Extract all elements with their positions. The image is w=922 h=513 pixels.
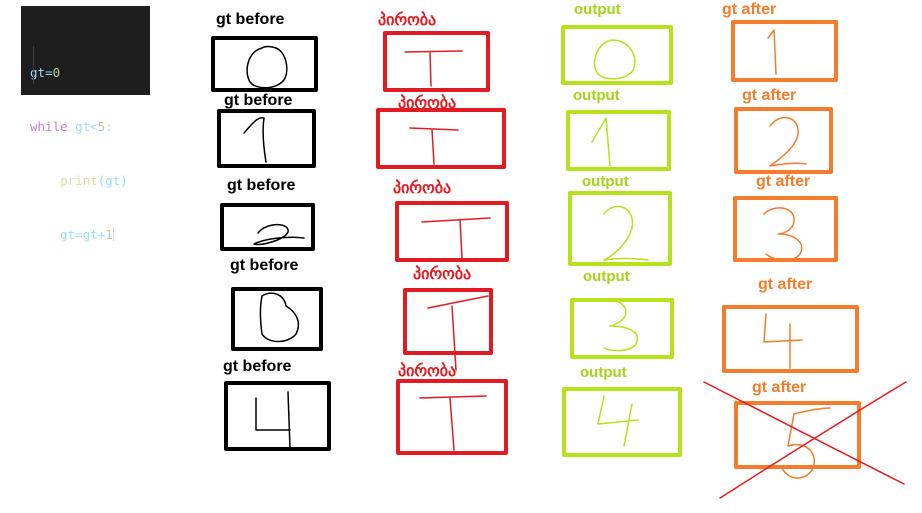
handwritten-T xyxy=(404,50,463,87)
label-output-row-1: output xyxy=(574,1,621,18)
label-output-row-4: output xyxy=(583,268,630,285)
label-gt-after-row-4: gt after xyxy=(758,276,813,293)
row-4 xyxy=(231,287,859,373)
row-2 xyxy=(217,107,833,174)
label-condition-row-3: პირობა xyxy=(393,180,452,197)
label-output-row-3: output xyxy=(582,173,629,190)
handwritten-digit-2 xyxy=(603,205,649,261)
row-1 xyxy=(211,20,838,92)
box-gt-after-3 xyxy=(733,196,838,262)
label-output-row-5: output xyxy=(580,364,627,381)
code-line-2: while gt<5: xyxy=(30,119,113,134)
cross-out-mark xyxy=(703,381,907,499)
handwritten-digit-1 xyxy=(243,116,267,163)
label-condition-row-4: პირობა xyxy=(413,266,472,283)
label-gt-after-row-1: gt after xyxy=(722,1,777,18)
code-snippet: gt=0 while gt<5: print(gt) gt=gt+1 xyxy=(21,6,150,242)
box-gt-before-5 xyxy=(224,381,331,451)
row-3 xyxy=(220,191,838,266)
label-condition-row-2: პირობა xyxy=(398,95,457,112)
code-line-4: gt=gt+1 xyxy=(60,227,114,242)
handwritten-T xyxy=(427,295,489,371)
handwritten-digit-4 xyxy=(597,395,639,447)
code-line-3: print(gt) xyxy=(60,173,128,188)
text-cursor xyxy=(112,227,114,241)
box-output-1 xyxy=(561,25,673,85)
box-gt-before-2 xyxy=(217,109,316,168)
box-output-5 xyxy=(562,387,682,457)
handwritten-digit-1 xyxy=(591,117,611,167)
handwritten-digit-4 xyxy=(763,313,803,369)
row-5 xyxy=(224,379,907,499)
handwritten-digit-1 xyxy=(767,29,777,75)
label-output-row-2: output xyxy=(573,87,620,104)
handwritten-digit-5 xyxy=(781,407,831,479)
handwritten-digit-3 xyxy=(259,292,300,343)
box-condition-1 xyxy=(383,31,490,92)
label-gt-before-row-2: gt before xyxy=(224,92,293,109)
box-gt-before-1 xyxy=(211,36,318,92)
box-gt-before-3 xyxy=(220,203,315,251)
handwritten-T xyxy=(421,217,491,259)
box-condition-5 xyxy=(396,379,508,455)
box-gt-before-4 xyxy=(231,287,323,351)
handwritten-digit-2 xyxy=(253,223,305,246)
handwritten-digit-0 xyxy=(246,45,288,89)
box-output-2 xyxy=(566,110,671,171)
handwritten-T xyxy=(419,395,487,451)
label-gt-after-row-5: gt after xyxy=(752,379,807,396)
box-gt-after-2 xyxy=(734,107,833,174)
box-condition-3 xyxy=(395,201,509,262)
label-gt-before-row-3: gt before xyxy=(227,177,296,194)
box-gt-after-5 xyxy=(734,401,861,469)
box-condition-4 xyxy=(403,288,493,355)
label-condition-row-5: პირობა xyxy=(398,363,457,380)
box-gt-after-1 xyxy=(731,20,838,82)
indent-guide xyxy=(33,46,34,84)
handwritten-digit-3 xyxy=(763,207,803,261)
handwritten-digit-4 xyxy=(255,391,291,449)
handwritten-T xyxy=(409,127,459,165)
label-gt-before-row-4: gt before xyxy=(230,257,299,274)
label-gt-before-row-1: gt before xyxy=(216,11,285,28)
box-output-4 xyxy=(570,298,674,359)
label-condition-row-1: პირობა xyxy=(378,12,437,29)
label-gt-after-row-2: gt after xyxy=(742,87,797,104)
handwritten-digit-0 xyxy=(593,39,636,80)
handwritten-digit-2 xyxy=(769,116,807,167)
label-gt-after-row-3: gt after xyxy=(756,173,811,190)
box-gt-after-4 xyxy=(722,305,859,373)
label-gt-before-row-5: gt before xyxy=(223,358,292,375)
box-output-3 xyxy=(568,191,672,266)
handwritten-digit-3 xyxy=(601,298,639,352)
box-condition-2 xyxy=(376,108,506,169)
